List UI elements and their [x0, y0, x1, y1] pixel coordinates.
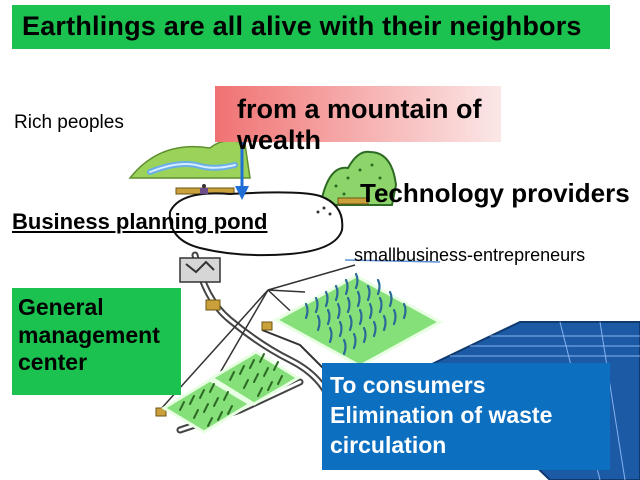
wealth-mountain — [128, 140, 251, 179]
treatment-building — [155, 257, 273, 417]
consumer-line: circulation — [330, 431, 447, 458]
planning-pond-label: Business planning pond — [12, 209, 268, 234]
small-figures — [200, 184, 332, 216]
management-center-box: General management center — [12, 288, 181, 395]
title-text: Earthlings are all alive with their neig… — [22, 11, 582, 41]
consumer-line: Elimination of waste — [330, 401, 553, 428]
wealth-source-label: from a mountain of wealth — [237, 94, 482, 155]
wealth-source-box: from a mountain of wealth — [215, 86, 501, 155]
management-line: center — [18, 349, 88, 376]
small-business-label: smallbusiness-entrepreneurs — [354, 245, 586, 265]
consumer-line: To consumers — [330, 372, 486, 398]
title-banner: Earthlings are all alive with their neig… — [12, 5, 610, 49]
signal-line — [344, 259, 441, 263]
planning-pond — [168, 191, 344, 257]
pipeline — [261, 329, 331, 376]
management-line: management — [18, 321, 160, 348]
consumers-box: To consumers Elimination of waste circul… — [322, 363, 610, 470]
crop-field-small — [161, 350, 301, 434]
rich-peoples-label: Rich peoples — [14, 112, 124, 133]
crop-field-large — [272, 272, 444, 368]
tech-hills — [321, 150, 398, 206]
management-line: General — [18, 294, 104, 320]
technology-providers-label: Technology providers — [360, 178, 630, 208]
